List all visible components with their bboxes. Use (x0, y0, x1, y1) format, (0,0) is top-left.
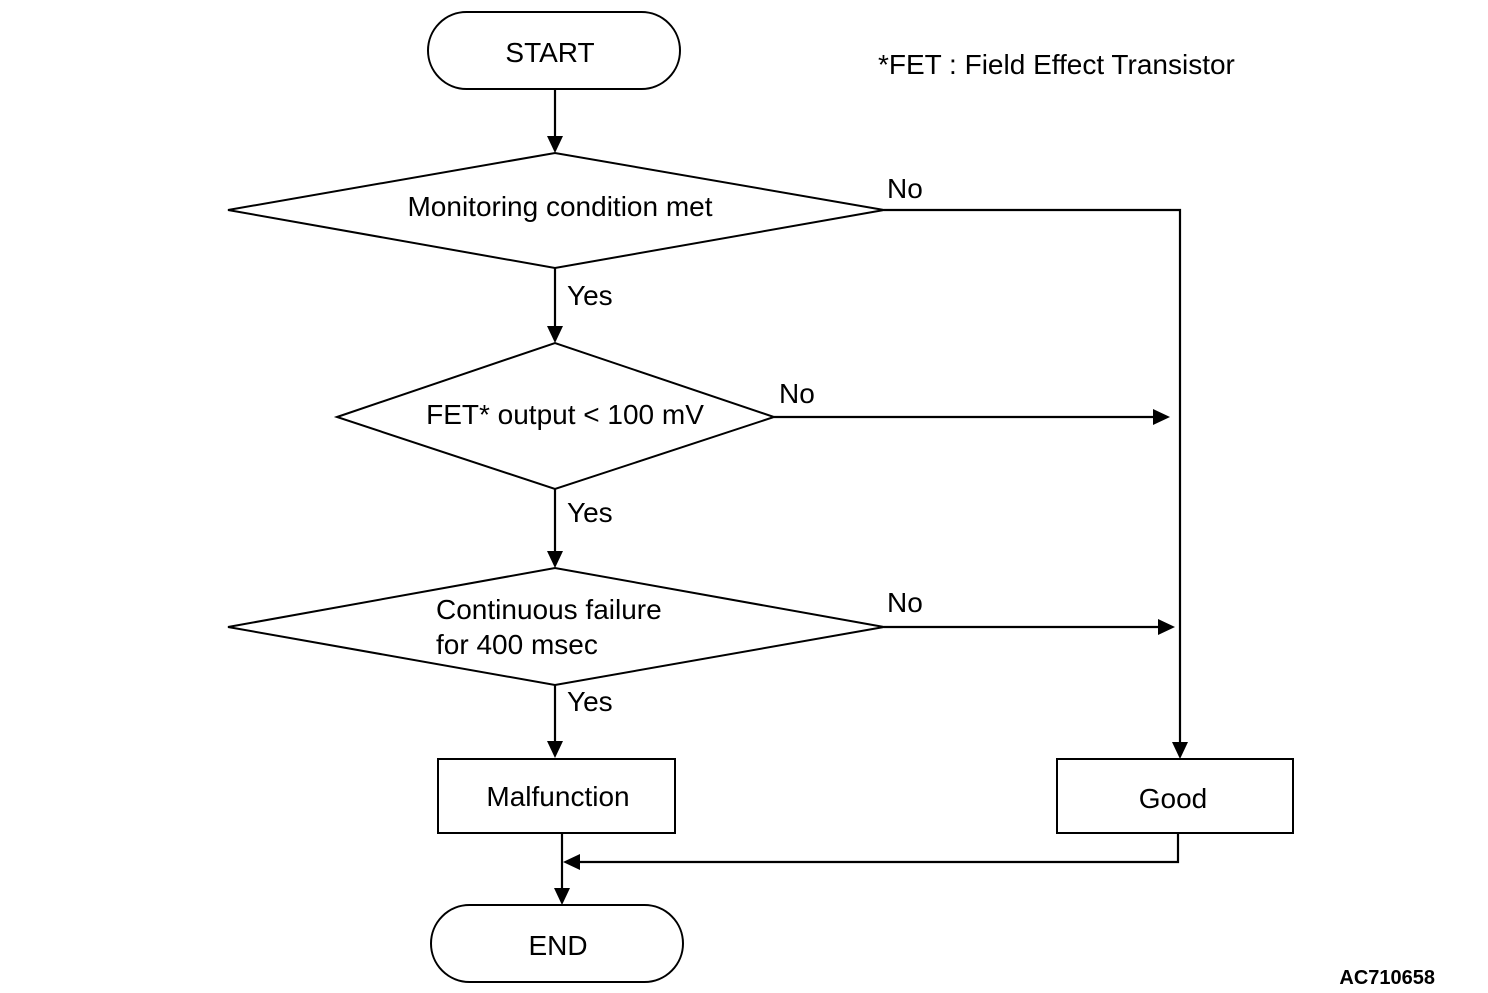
decision-monitoring-condition: Monitoring condition met (227, 151, 885, 270)
arrowhead-end (554, 888, 570, 905)
good-box: Good (1056, 758, 1294, 834)
arrowhead-start-d1 (547, 136, 563, 153)
edge-label-d3-no: No (887, 587, 923, 618)
malfunction-box: Malfunction (437, 758, 676, 834)
arrowhead-d3-no (1158, 619, 1175, 635)
arrowhead-d2-no (1153, 409, 1170, 425)
connectors (547, 89, 1188, 905)
start-label: START (505, 37, 594, 68)
decision3-label-line1: Continuous failure (436, 594, 662, 625)
edge-label-d3-yes: Yes (567, 686, 613, 717)
malfunction-label: Malfunction (486, 781, 629, 812)
end-node: END (430, 904, 684, 983)
end-label: END (528, 930, 587, 961)
edge-label-d2-yes: Yes (567, 497, 613, 528)
connector-d1-no-good (884, 208, 1182, 744)
arrowhead-good-junction (563, 854, 580, 870)
footnote: *FET : Field Effect Transistor (878, 49, 1235, 80)
decision2-label: FET* output < 100 mV (426, 399, 704, 430)
decision1-label: Monitoring condition met (407, 191, 712, 222)
decision3-label-line2: for 400 msec (436, 629, 598, 660)
decision-fet-output: FET* output < 100 mV (333, 341, 778, 491)
connector-good-end (578, 833, 1180, 864)
edge-label-d2-no: No (779, 378, 815, 409)
good-label: Good (1139, 783, 1208, 814)
decision-continuous-failure: Continuous failure for 400 msec (227, 566, 885, 687)
arrowhead-d3-malfunction (547, 741, 563, 758)
arrowhead-good (1172, 742, 1188, 759)
edge-label-d1-no: No (887, 173, 923, 204)
arrowhead-d2-d3 (547, 551, 563, 568)
figure-code: AC710658 (1339, 967, 1435, 989)
start-node: START (427, 11, 681, 90)
edge-label-d1-yes: Yes (567, 280, 613, 311)
arrowhead-d1-d2 (547, 326, 563, 343)
